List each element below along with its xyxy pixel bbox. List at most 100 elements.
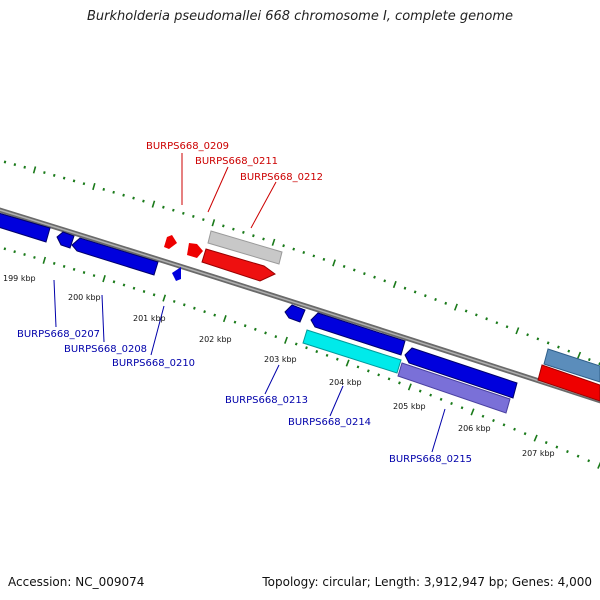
minor-tick (264, 331, 267, 335)
leader-line-0210 (150, 305, 165, 356)
minor-tick (13, 163, 17, 167)
minor-tick (335, 357, 339, 361)
minor-tick (342, 264, 346, 268)
accession-text: Accession: NC_009074 (8, 575, 145, 589)
major-tick (453, 303, 458, 311)
gene-feature-purple[interactable] (397, 362, 511, 414)
minor-tick (92, 274, 96, 277)
minor-tick (242, 230, 245, 234)
gene-feature-blue-3[interactable] (71, 237, 159, 276)
minor-tick (576, 454, 580, 458)
minor-tick (3, 160, 7, 164)
minor-tick (546, 341, 550, 345)
minor-tick (557, 345, 560, 349)
gene-label-0215[interactable]: BURPS668_0215 (389, 454, 472, 465)
gene-feature-red-right[interactable] (537, 364, 600, 402)
minor-tick (429, 393, 433, 397)
minor-tick (292, 247, 296, 251)
gene-label-0213[interactable]: BURPS668_0213 (225, 395, 308, 406)
minor-tick (523, 432, 527, 436)
gene-label-0210[interactable]: BURPS668_0210 (112, 358, 195, 369)
major-tick (576, 351, 582, 359)
tick-label-206: 206 kbp (458, 424, 491, 433)
minor-tick (587, 459, 591, 463)
tick-label-207: 207 kbp (522, 449, 555, 458)
minor-tick (202, 218, 205, 221)
leader-line-0213 (264, 364, 280, 395)
gene-label-0211[interactable]: BURPS668_0211 (195, 156, 278, 167)
minor-tick (252, 234, 255, 238)
gene-label-0214[interactable]: BURPS668_0214 (288, 417, 371, 428)
major-tick (162, 294, 167, 302)
gene-feature-red-small-2[interactable] (187, 243, 203, 258)
gene-label-0208[interactable]: BURPS668_0208 (64, 344, 147, 355)
gene-feature-cyan[interactable] (302, 329, 402, 374)
minor-tick (82, 271, 86, 274)
leader-line-0212 (250, 181, 277, 229)
major-tick (392, 280, 397, 289)
tick-label-202: 202 kbp (199, 335, 232, 344)
minor-tick (423, 294, 427, 298)
gene-label-0207[interactable]: BURPS668_0207 (17, 329, 100, 340)
genome-backbone-highlight (0, 209, 600, 402)
genome-backbone (0, 207, 600, 404)
gene-feature-blue-5[interactable] (284, 304, 306, 323)
major-tick (284, 336, 288, 344)
gene-feature-steelblue[interactable] (543, 348, 600, 383)
tick-label-201: 201 kbp (133, 314, 166, 323)
gene-label-0209[interactable]: BURPS668_0209 (146, 141, 229, 152)
gene-label-0212[interactable]: BURPS668_0212 (240, 172, 323, 183)
gene-feature-blue-1[interactable] (0, 212, 51, 243)
minor-tick (72, 267, 76, 271)
minor-tick (505, 325, 509, 329)
major-tick (345, 359, 350, 367)
minor-tick (302, 250, 306, 255)
gene-feature-blue-7[interactable] (404, 347, 518, 399)
minor-tick (142, 199, 145, 203)
minor-tick (536, 337, 540, 341)
minor-tick (182, 211, 185, 215)
minor-tick (434, 297, 437, 302)
minor-tick (485, 317, 488, 321)
minor-tick (403, 286, 407, 290)
minor-tick (112, 190, 115, 194)
minor-tick (112, 280, 116, 284)
minor-tick (566, 450, 569, 454)
major-tick (211, 219, 216, 227)
gene-feature-red-long[interactable] (201, 248, 276, 282)
tick-label-200: 200 kbp (68, 293, 101, 302)
minor-tick (492, 419, 495, 423)
major-tick (332, 259, 336, 267)
gene-feature-red-small-1[interactable] (164, 235, 177, 249)
minor-tick (33, 256, 36, 259)
major-tick (597, 461, 600, 469)
minor-tick (262, 237, 265, 241)
minor-tick (213, 313, 217, 317)
minor-tick (526, 333, 530, 337)
minor-tick (398, 381, 401, 385)
gene-feature-grey[interactable] (207, 230, 283, 265)
major-tick (32, 166, 37, 174)
minor-tick (132, 196, 135, 200)
major-tick (407, 383, 412, 391)
minor-tick (23, 253, 26, 256)
minor-tick (460, 406, 464, 410)
gene-feature-blue-6[interactable] (310, 312, 406, 356)
minor-tick (152, 293, 156, 297)
minor-tick (356, 365, 360, 369)
tick-label-205: 205 kbp (393, 402, 426, 411)
leader-line-0207 (53, 279, 57, 328)
minor-tick (513, 427, 516, 431)
major-tick (271, 238, 276, 246)
minor-tick (366, 369, 370, 373)
minor-tick (387, 377, 391, 381)
minor-tick (413, 290, 417, 294)
gene-feature-blue-4[interactable] (172, 267, 181, 281)
minor-tick (232, 227, 235, 231)
minor-tick (373, 275, 376, 279)
minor-tick (172, 208, 175, 212)
minor-tick (52, 261, 56, 265)
major-tick (515, 327, 520, 335)
gene-feature-blue-2[interactable] (56, 231, 75, 249)
